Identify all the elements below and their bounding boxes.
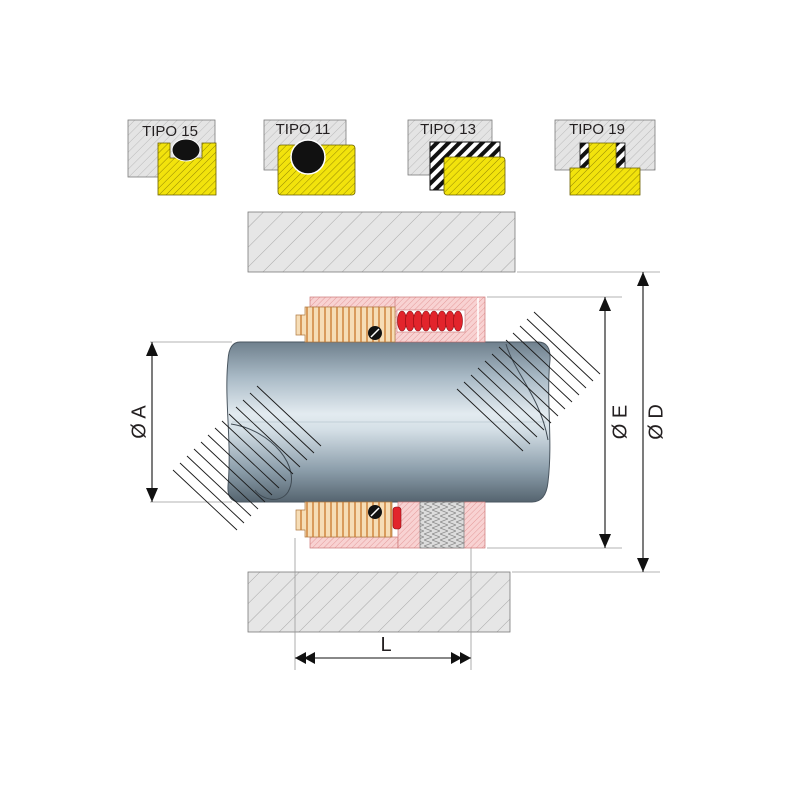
- seal-type-tipo-11: TIPO 11: [263, 119, 356, 196]
- o-ring: [290, 139, 326, 175]
- housing-lower: [247, 571, 511, 633]
- dimension-label: L: [380, 634, 391, 656]
- dimension-l: L: [295, 634, 471, 664]
- seal-ring: [443, 156, 506, 196]
- housing-upper: [247, 211, 516, 273]
- seal-assembly-lower: [295, 501, 486, 549]
- extension-lines: [150, 271, 660, 670]
- seal-holder: [295, 501, 393, 538]
- seal-type-label: TIPO 13: [420, 121, 476, 138]
- gasket-left: [579, 142, 590, 170]
- collar-sleeve: [309, 536, 399, 549]
- o-ring-highlight: [370, 507, 380, 517]
- shaft: [226, 341, 551, 503]
- spring: [397, 310, 463, 332]
- dimension-label: Ø E: [609, 405, 631, 439]
- seal-type-tipo-15: TIPO 15: [127, 119, 217, 196]
- dimension-d: Ø D: [637, 272, 667, 572]
- seal-type-label: TIPO 19: [569, 121, 625, 138]
- seal-ring: [569, 142, 641, 196]
- o-ring: [171, 138, 201, 162]
- seal-type-label: TIPO 11: [276, 121, 331, 138]
- collar-sleeve: [309, 296, 399, 308]
- dimension-label: Ø A: [128, 405, 150, 439]
- seal-assembly-upper: [295, 296, 486, 343]
- dimension-a: Ø A: [128, 342, 158, 502]
- seal-type-tipo-13: TIPO 13: [407, 119, 506, 196]
- dimension-label: Ø D: [645, 404, 667, 440]
- o-ring-highlight: [370, 328, 380, 338]
- set-screw: [419, 501, 465, 549]
- break-hatching-left: [172, 385, 322, 531]
- spring-end: [392, 506, 402, 530]
- break-hatching-right: [456, 311, 601, 452]
- gasket-right: [615, 142, 626, 170]
- seal-type-label: TIPO 15: [142, 123, 198, 140]
- seal-ring: [157, 142, 217, 196]
- shaft-break-right: [505, 343, 549, 441]
- shaft-break-left: [230, 423, 292, 500]
- seal-type-tipo-19: TIPO 19: [554, 119, 656, 196]
- dimension-e: Ø E: [599, 297, 631, 548]
